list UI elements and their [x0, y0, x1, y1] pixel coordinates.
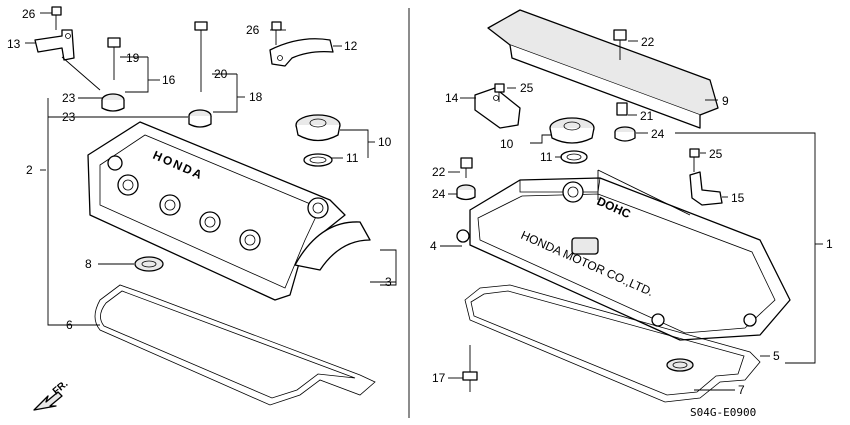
label-26-left: 26 [22, 7, 36, 21]
gasket-5 [464, 284, 761, 403]
label-5: 5 [773, 349, 780, 363]
grommet-24-top [614, 126, 636, 142]
label-16: 16 [162, 73, 176, 87]
top-cover-9 [487, 9, 719, 129]
cover-3 [294, 221, 371, 271]
bolt-26-right [271, 21, 282, 45]
bolt-20 [194, 21, 208, 92]
label-2: 2 [26, 163, 33, 177]
grommet-24-mid [456, 184, 476, 201]
bracket-13 [34, 29, 75, 61]
label-23-b: 23 [62, 110, 76, 124]
bolt-19 [107, 37, 121, 80]
front-arrow-icon [33, 391, 63, 411]
label-24-top: 24 [651, 127, 665, 141]
diagram-code: S04G-E0900 [690, 406, 756, 419]
label-18: 18 [249, 90, 263, 104]
oil-cap-10-right [549, 117, 595, 144]
grommet-23-left [101, 93, 125, 112]
bolt-25-top [494, 83, 505, 102]
label-19: 19 [126, 51, 140, 65]
bolt-22-top [613, 29, 627, 60]
stud-17 [462, 345, 478, 392]
label-13: 13 [7, 37, 21, 51]
head-cover-left: HONDA [87, 121, 346, 301]
label-14: 14 [445, 91, 459, 105]
label-8: 8 [85, 257, 92, 271]
label-22-top: 22 [641, 35, 655, 49]
label-11-right: 11 [540, 150, 553, 164]
label-21: 21 [640, 109, 654, 123]
label-4: 4 [430, 239, 437, 253]
bracket-12 [269, 38, 334, 67]
label-9: 9 [722, 94, 729, 108]
front-label: FR. [51, 378, 71, 397]
label-3: 3 [385, 275, 392, 289]
gasket-6 [94, 284, 376, 406]
label-6: 6 [66, 318, 73, 332]
label-11-left: 11 [346, 151, 359, 165]
leaders-left [25, 12, 397, 326]
grommet-23-right [188, 109, 212, 128]
seal-11-right [560, 150, 588, 164]
label-25-bottom: 25 [709, 147, 723, 161]
label-10-right: 10 [500, 137, 514, 151]
oil-cap-10-left [295, 114, 341, 142]
seal-11-left [303, 153, 333, 167]
label-17: 17 [432, 371, 446, 385]
seal-8 [134, 256, 164, 272]
leaders-right [440, 40, 823, 391]
seal-7 [666, 358, 694, 372]
bracket-14 [474, 87, 521, 129]
label-24-mid: 24 [432, 187, 446, 201]
label-1: 1 [826, 237, 833, 251]
label-25-top: 25 [520, 81, 534, 95]
bolt-26-left [51, 6, 62, 30]
label-10-left: 10 [378, 135, 392, 149]
bolt-25-bottom [689, 148, 700, 172]
label-7: 7 [738, 383, 745, 397]
label-20: 20 [214, 67, 228, 81]
head-cover-right: DOHC HONDA MOTOR CO.,LTD. [456, 177, 791, 341]
label-12: 12 [344, 39, 358, 53]
label-15: 15 [731, 191, 745, 205]
bracket-15 [689, 171, 723, 206]
bolt-21 [616, 102, 628, 116]
label-23-a: 23 [62, 91, 76, 105]
label-26-right: 26 [246, 23, 260, 37]
label-22-mid: 22 [432, 165, 446, 179]
bolt-22-mid [460, 157, 473, 178]
